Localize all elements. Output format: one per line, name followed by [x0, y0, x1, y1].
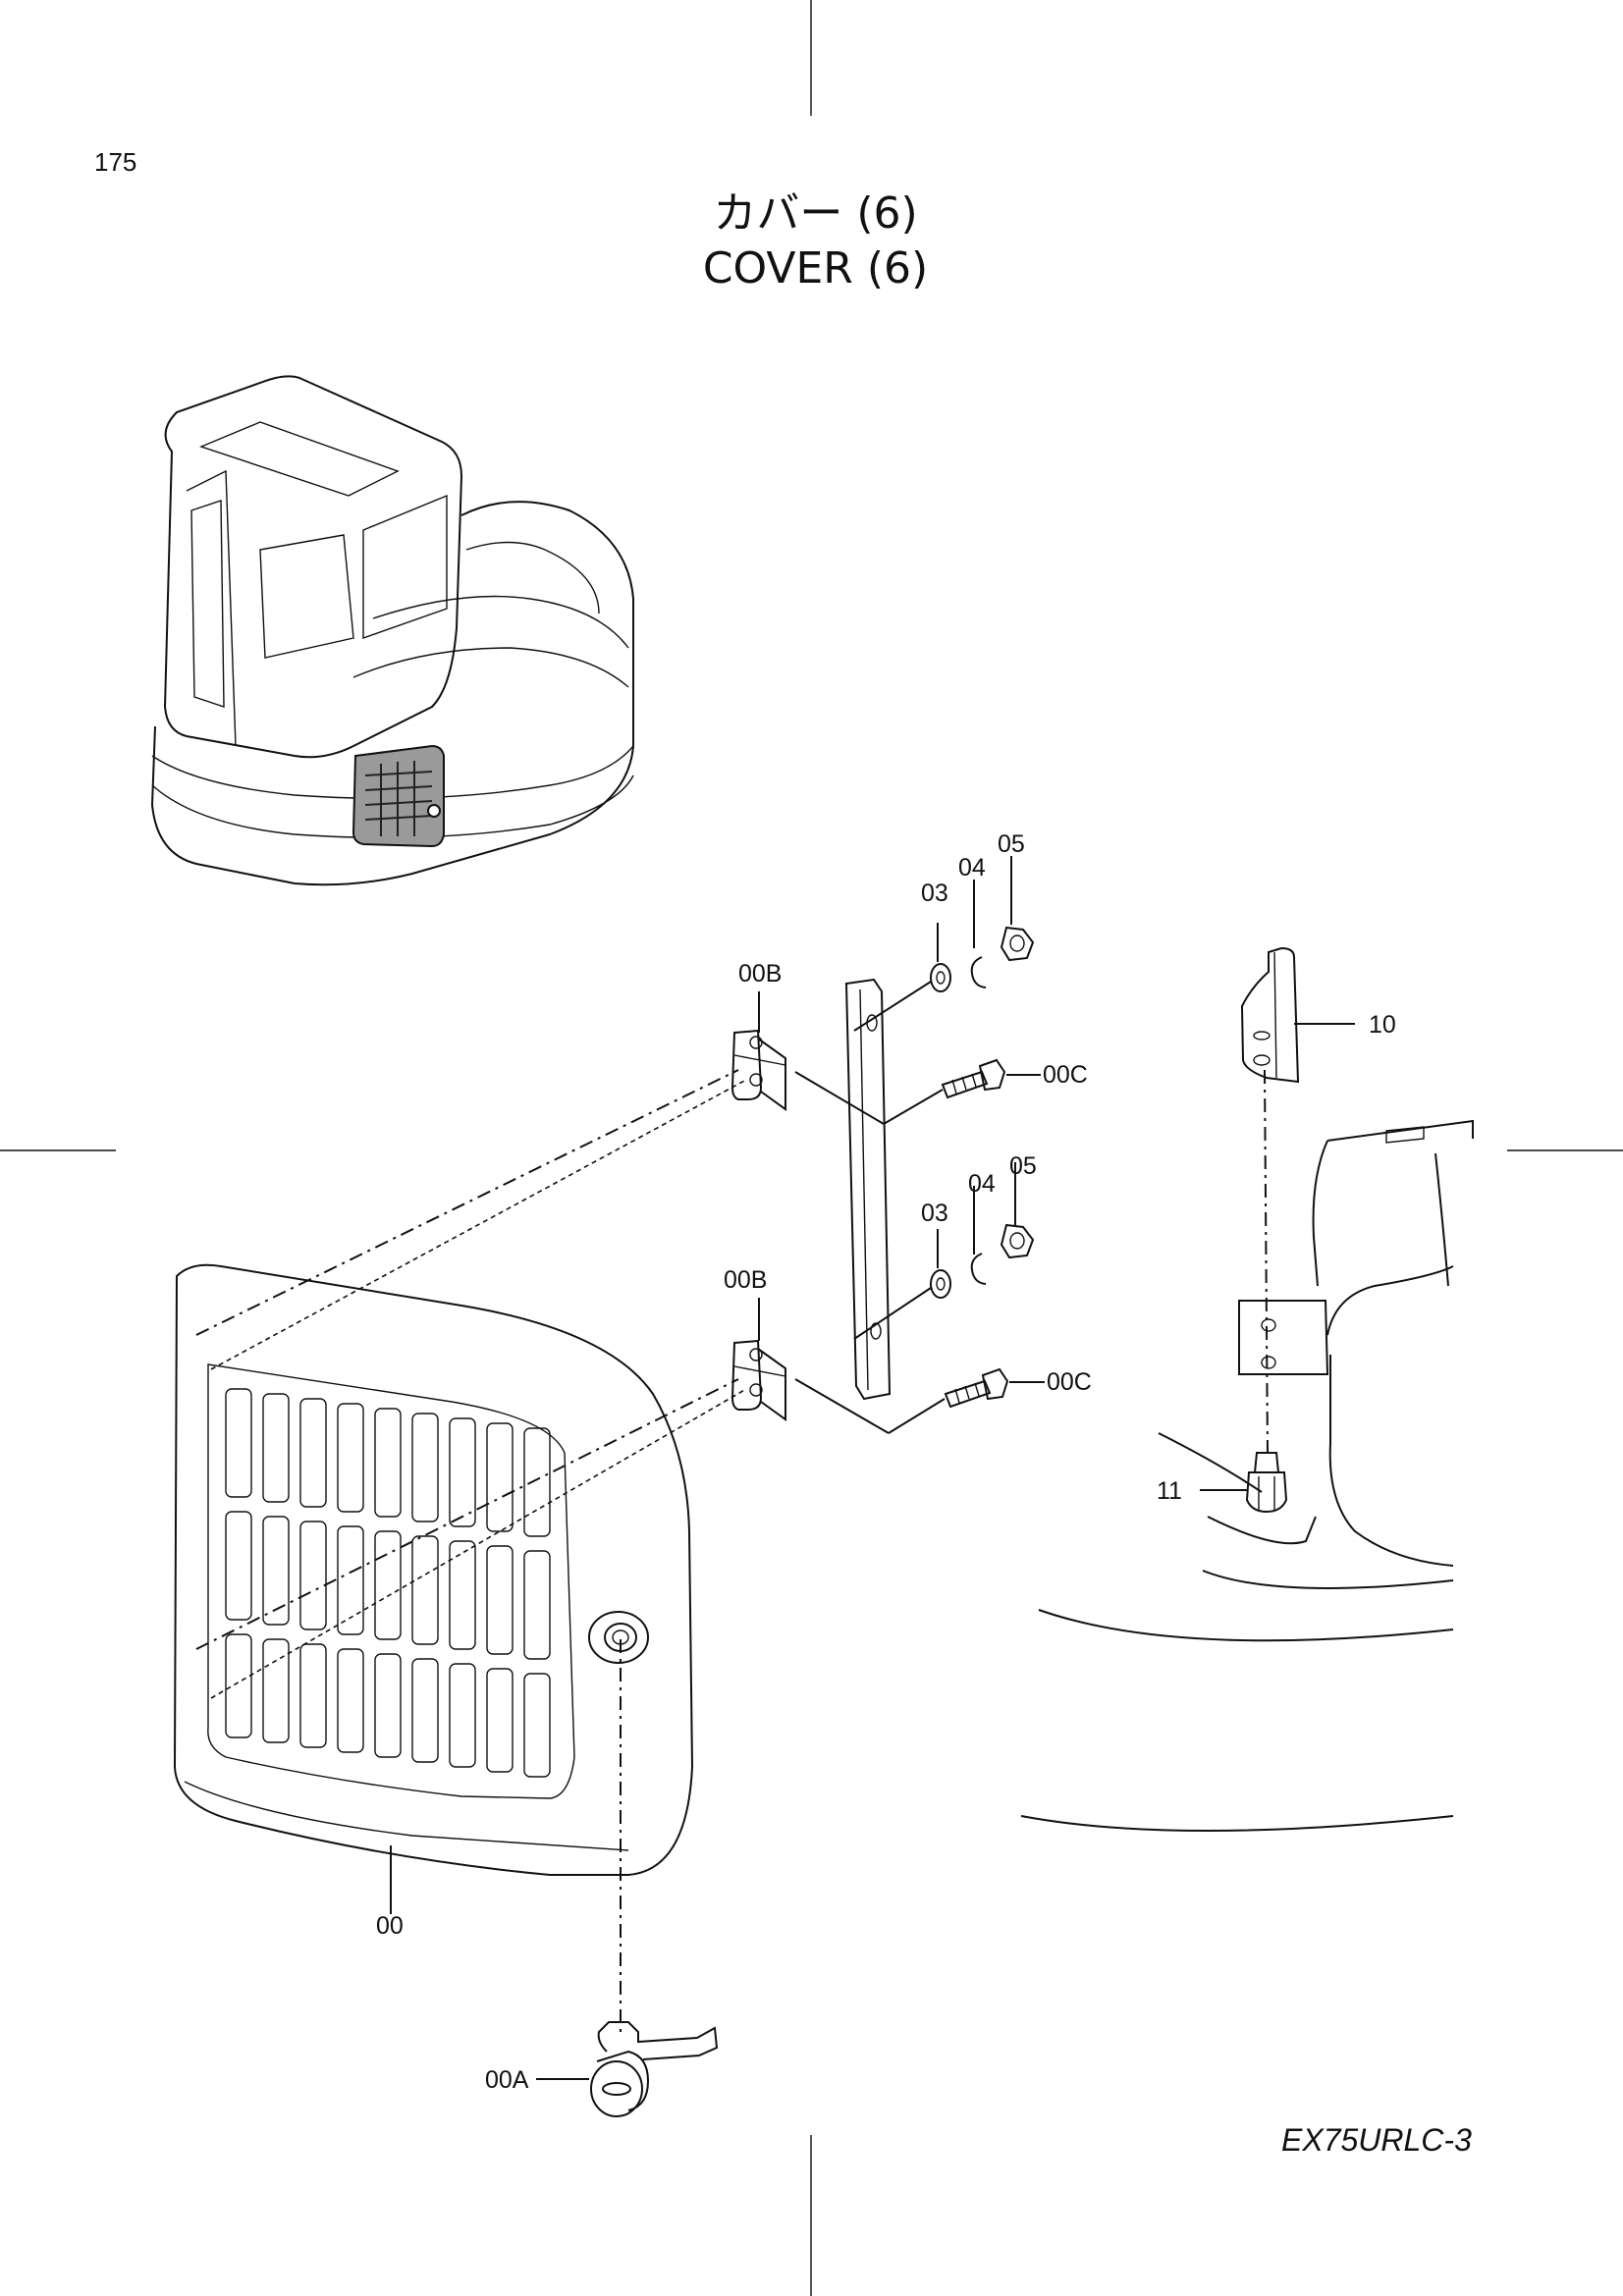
callout-04-upper: 04 — [958, 854, 986, 881]
callout-00C-lower: 00C — [1047, 1368, 1092, 1396]
callout-00B-upper: 00B — [738, 960, 782, 988]
bolt-11 — [1200, 1452, 1288, 1514]
callout-05-lower: 05 — [1009, 1152, 1037, 1180]
page-number: 175 — [94, 147, 137, 177]
callout-04-lower: 04 — [968, 1170, 996, 1198]
callout-03-lower: 03 — [921, 1200, 948, 1227]
callout-03-upper: 03 — [921, 880, 948, 907]
model-code: EX75URLC-3 — [1281, 2122, 1472, 2158]
bolt-upper — [941, 1058, 1006, 1099]
title-japanese: カバー (6) — [713, 188, 918, 239]
grille-cover — [173, 1263, 694, 1876]
callout-labels: 00B 00B 00C 00C 03 04 05 03 04 05 10 11 … — [376, 830, 1396, 2094]
callout-10: 10 — [1369, 1011, 1396, 1039]
callout-11: 11 — [1157, 1477, 1182, 1505]
frame-post — [844, 978, 892, 1401]
grille-slots — [225, 1388, 551, 1778]
bolt-lower — [944, 1367, 1009, 1409]
callout-00A: 00A — [485, 2066, 529, 2094]
machine-body-right — [1020, 1069, 1474, 1832]
fasteners-upper — [930, 926, 1035, 992]
leader-lines — [195, 856, 1045, 1914]
callout-05-upper: 05 — [998, 830, 1025, 858]
hinge-lower — [730, 1339, 786, 1421]
title-english: COVER (6) — [702, 243, 929, 294]
excavator-overview — [150, 375, 634, 886]
callout-00C-upper: 00C — [1043, 1061, 1088, 1089]
bracket-10 — [1240, 946, 1355, 1084]
lock-00A — [536, 1639, 719, 2117]
callout-00B-lower: 00B — [724, 1266, 767, 1294]
callout-00: 00 — [376, 1912, 404, 1940]
page-title: カバー (6) COVER (6) — [0, 187, 1623, 296]
fasteners-lower — [930, 1223, 1035, 1299]
hinge-upper — [730, 1029, 786, 1111]
